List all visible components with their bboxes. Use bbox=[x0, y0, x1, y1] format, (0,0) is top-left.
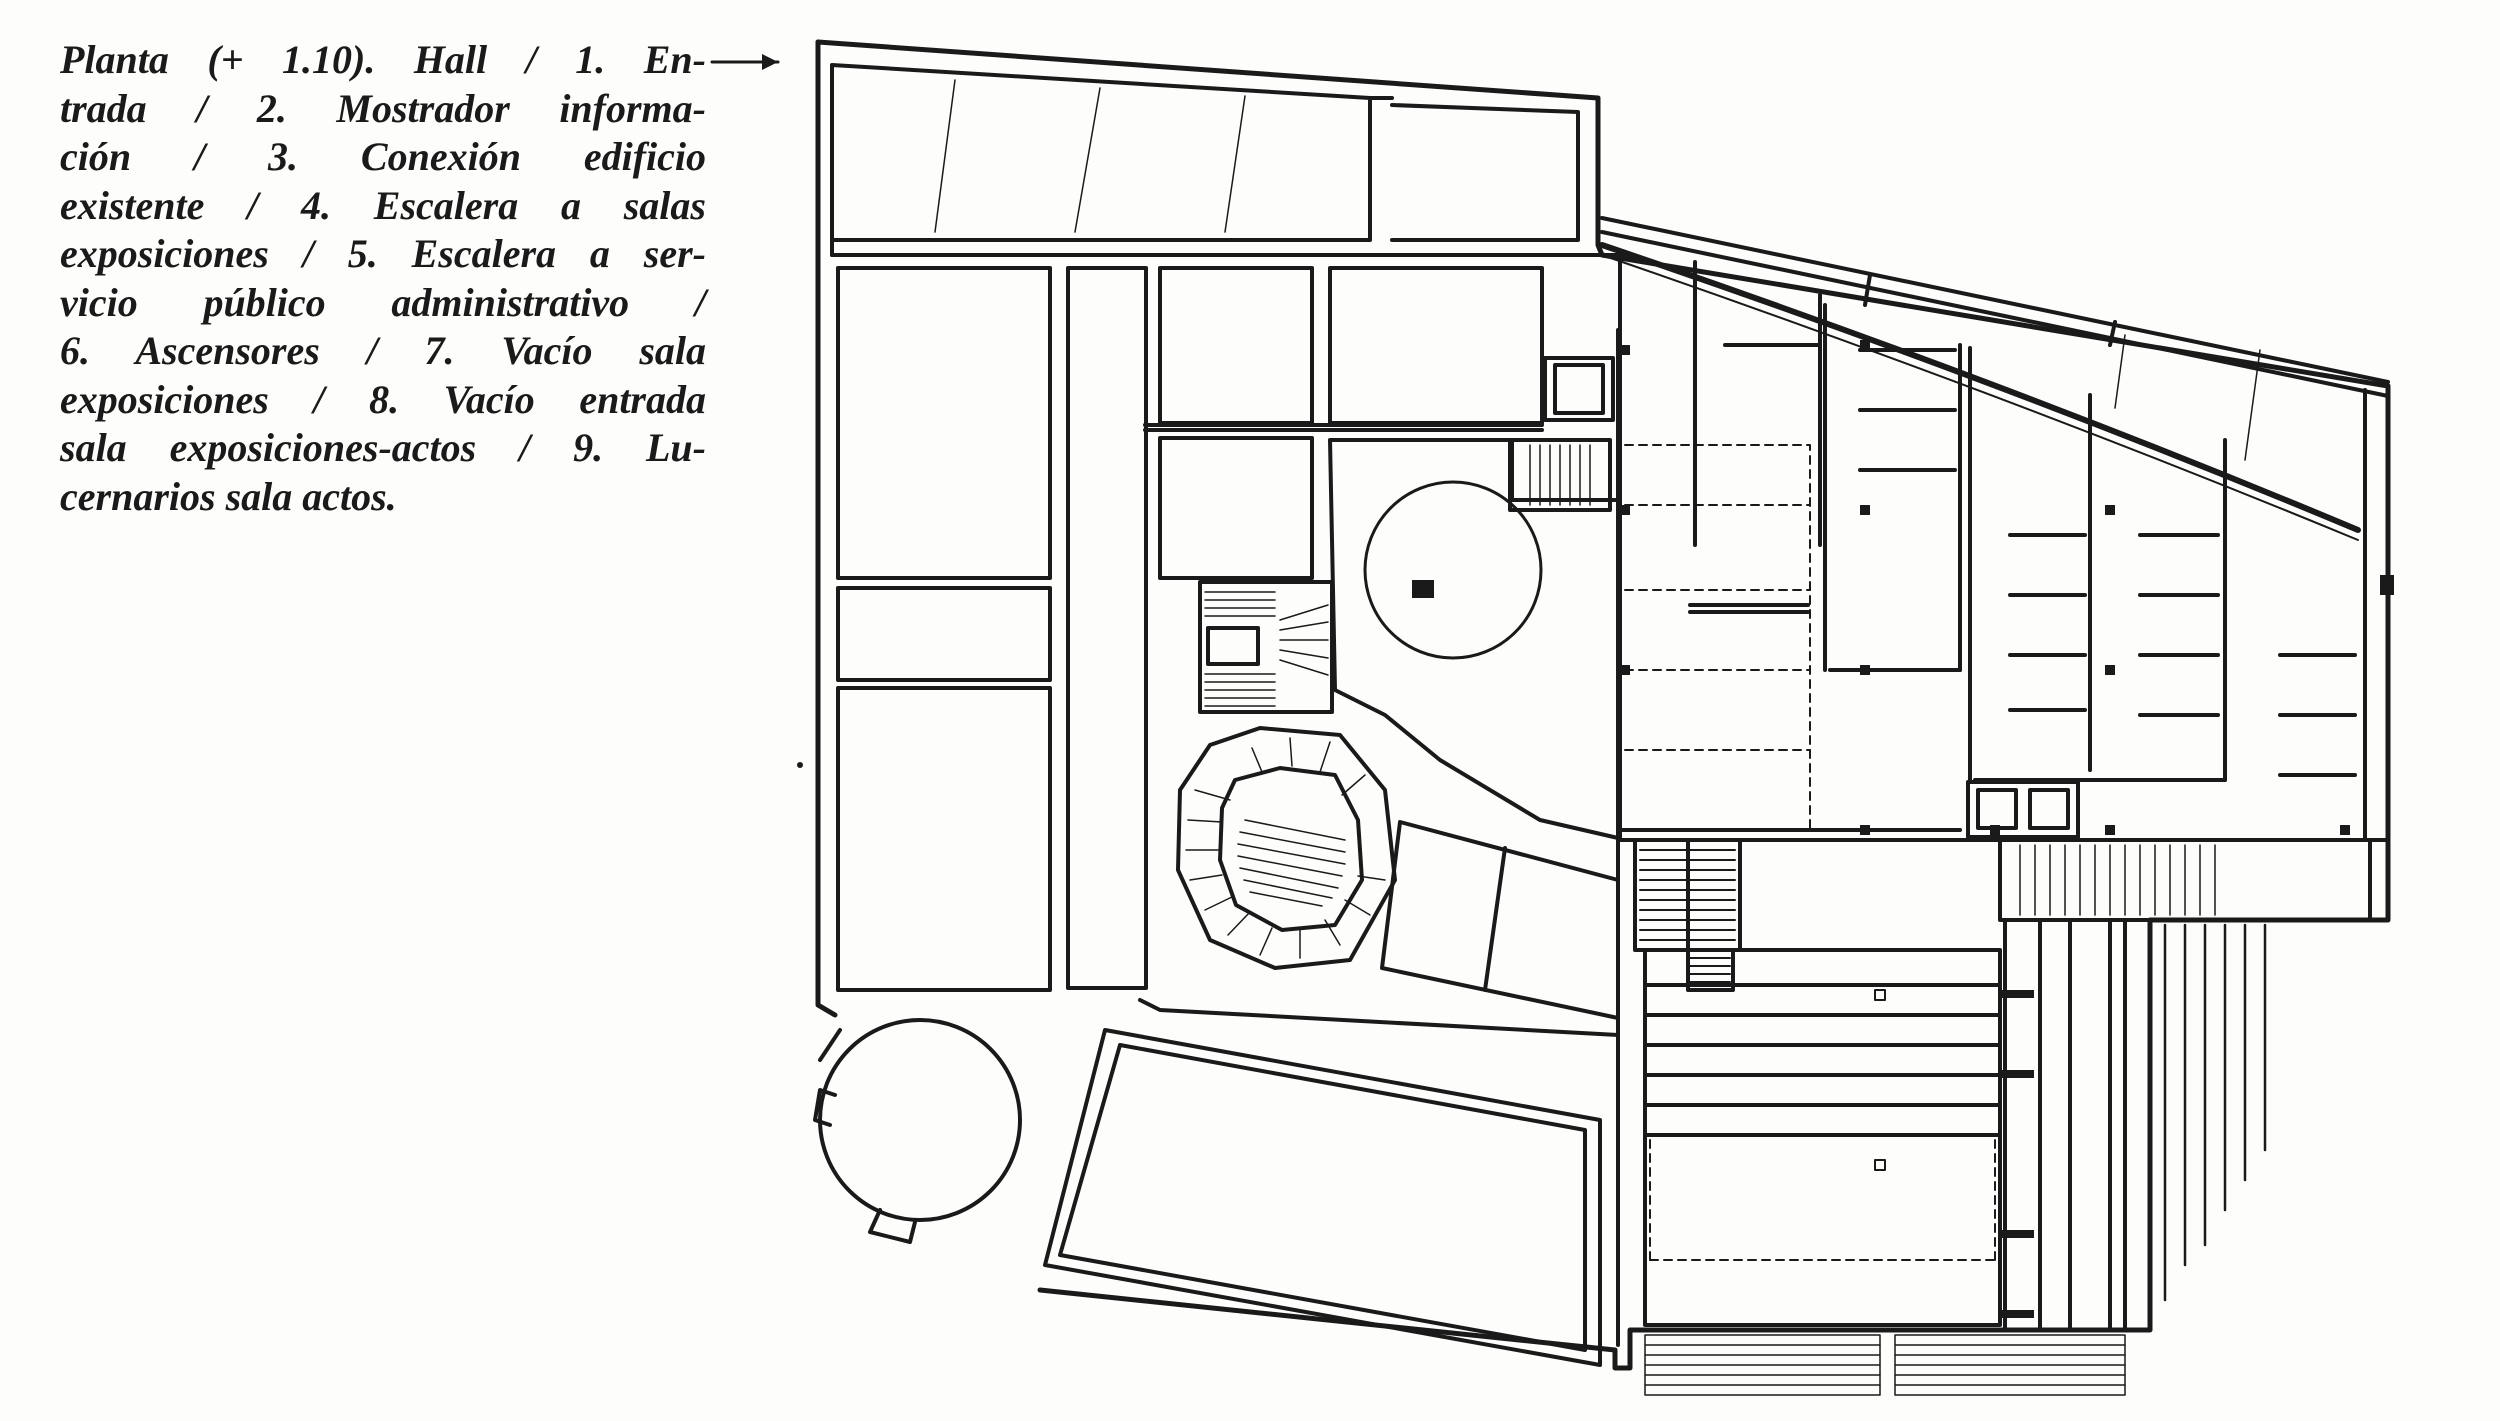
elevators bbox=[1966, 780, 2080, 839]
caption-line: vicio público administrativo / bbox=[60, 279, 706, 325]
office-zone bbox=[1508, 253, 2394, 1347]
plan-caption: Planta (+ 1.10). Hall / 1. En- trada / 2… bbox=[60, 36, 706, 521]
bottom-grid bbox=[1644, 1334, 2126, 1396]
right-arrow-icon bbox=[710, 54, 780, 70]
right-stair-corridor bbox=[1998, 838, 2372, 922]
exterior-lines bbox=[2163, 923, 2267, 1302]
round-room bbox=[813, 1018, 1022, 1244]
angled-rooms bbox=[1138, 820, 1620, 1037]
stray-dot bbox=[797, 762, 803, 768]
middle-rooms bbox=[1143, 266, 1544, 580]
hatched-stair bbox=[1633, 838, 1742, 992]
caption-line: existente / 4. Escalera a salas bbox=[60, 182, 706, 228]
lecture-hall bbox=[1643, 918, 2127, 1332]
long-room bbox=[1043, 1028, 1602, 1367]
caption-line: exposiciones / 5. Escalera a ser- bbox=[60, 231, 706, 276]
caption-line: Planta (+ 1.10). Hall / 1. En- bbox=[60, 37, 706, 82]
stair-1 bbox=[1198, 580, 1334, 714]
dashed-rooms bbox=[1624, 444, 1811, 831]
left-rooms bbox=[836, 266, 1148, 992]
octagonal-stair bbox=[1176, 726, 1397, 970]
top-strip bbox=[830, 63, 1627, 257]
caption-line: exposiciones / 8. Vacío entrada bbox=[60, 376, 706, 422]
diagonal-wall bbox=[1599, 216, 2390, 541]
caption-line: sala exposiciones-actos / 9. Lu- bbox=[60, 425, 706, 470]
caption-line: 6. Ascensores / 7. Vacío sala bbox=[60, 328, 706, 373]
caption-line: cernarios sala actos. bbox=[60, 473, 397, 519]
caption-line: trada / 2. Mostrador informa- bbox=[60, 85, 706, 131]
caption-line: ción / 3. Conexión edificio bbox=[60, 134, 706, 179]
